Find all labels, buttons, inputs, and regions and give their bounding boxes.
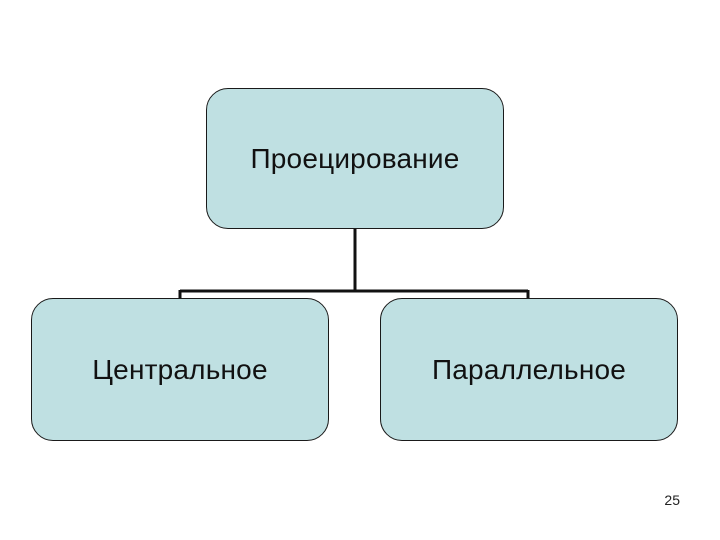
node-root-label: Проецирование — [250, 142, 460, 174]
node-child-parallel: Параллельное — [380, 298, 678, 441]
node-child-central: Центральное — [31, 298, 329, 441]
node-child-parallel-label: Параллельное — [431, 353, 627, 385]
node-child-central-label: Центральное — [92, 353, 268, 385]
node-root: Проецирование — [206, 88, 504, 229]
page-number: 25 — [664, 492, 680, 508]
